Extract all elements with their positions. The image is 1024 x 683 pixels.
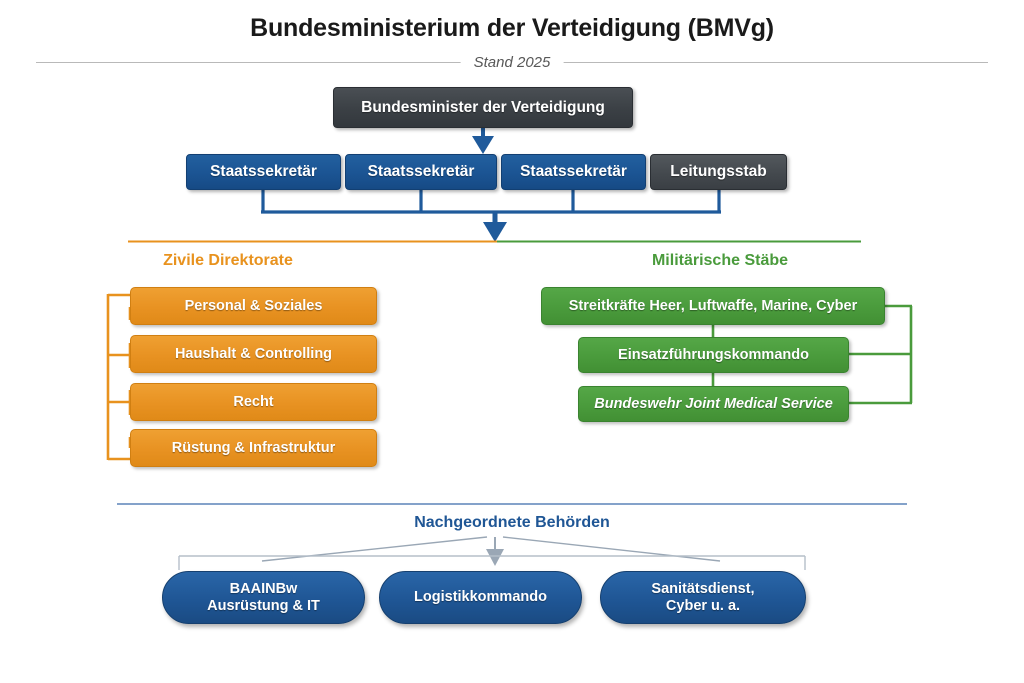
node-staatssekretaer-3[interactable]: Staatssekretär bbox=[501, 154, 646, 190]
node-military-2[interactable]: Einsatzführungskommando bbox=[578, 337, 849, 373]
node-agency-1-line1: BAAINBw bbox=[229, 580, 298, 597]
node-military-1[interactable]: Streitkräfte Heer, Luftwaffe, Marine, Cy… bbox=[541, 287, 885, 325]
node-civil-1[interactable]: Personal & Soziales bbox=[130, 287, 377, 325]
node-agency-1[interactable]: BAAINBw Ausrüstung & IT bbox=[162, 571, 365, 624]
node-agency-3-line2: Cyber u. a. bbox=[665, 597, 741, 614]
node-agency-2-line1: Logistikkommando bbox=[414, 589, 547, 606]
secretaries-bracket bbox=[261, 190, 721, 242]
section-heading-civil: Zivile Direktorate bbox=[163, 252, 293, 269]
node-military-3[interactable]: Bundeswehr Joint Medical Service bbox=[578, 386, 849, 422]
page-title: Bundesministerium der Verteidigung (BMVg… bbox=[250, 14, 774, 42]
node-civil-4[interactable]: Rüstung & Infrastruktur bbox=[130, 429, 377, 467]
section-heading-agencies: Nachgeordnete Behörden bbox=[414, 514, 610, 531]
node-agency-2[interactable]: Logistikkommando bbox=[379, 571, 582, 624]
section-heading-military: Militärische Stäbe bbox=[651, 252, 789, 269]
node-agency-3-line1: Sanitätsdienst, bbox=[651, 580, 755, 597]
node-civil-3[interactable]: Recht bbox=[130, 383, 377, 421]
node-leitungsstab[interactable]: Leitungsstab bbox=[650, 154, 787, 190]
node-staatssekretaer-2[interactable]: Staatssekretär bbox=[345, 154, 497, 190]
civil-bracket bbox=[106, 293, 132, 461]
subtitle-block: Stand 2025 bbox=[36, 50, 988, 76]
minister-to-secretaries-arrow bbox=[472, 128, 494, 154]
node-staatssekretaer-1[interactable]: Staatssekretär bbox=[186, 154, 341, 190]
subtitle-text: Stand 2025 bbox=[460, 50, 564, 75]
node-agency-1-line2: Ausrüstung & IT bbox=[207, 597, 320, 614]
node-bundesminister[interactable]: Bundesminister der Verteidigung bbox=[333, 87, 633, 128]
node-agency-3[interactable]: Sanitätsdienst, Cyber u. a. bbox=[600, 571, 806, 624]
node-civil-2[interactable]: Haushalt & Controlling bbox=[130, 335, 377, 373]
agency-fan-connector bbox=[178, 536, 806, 570]
